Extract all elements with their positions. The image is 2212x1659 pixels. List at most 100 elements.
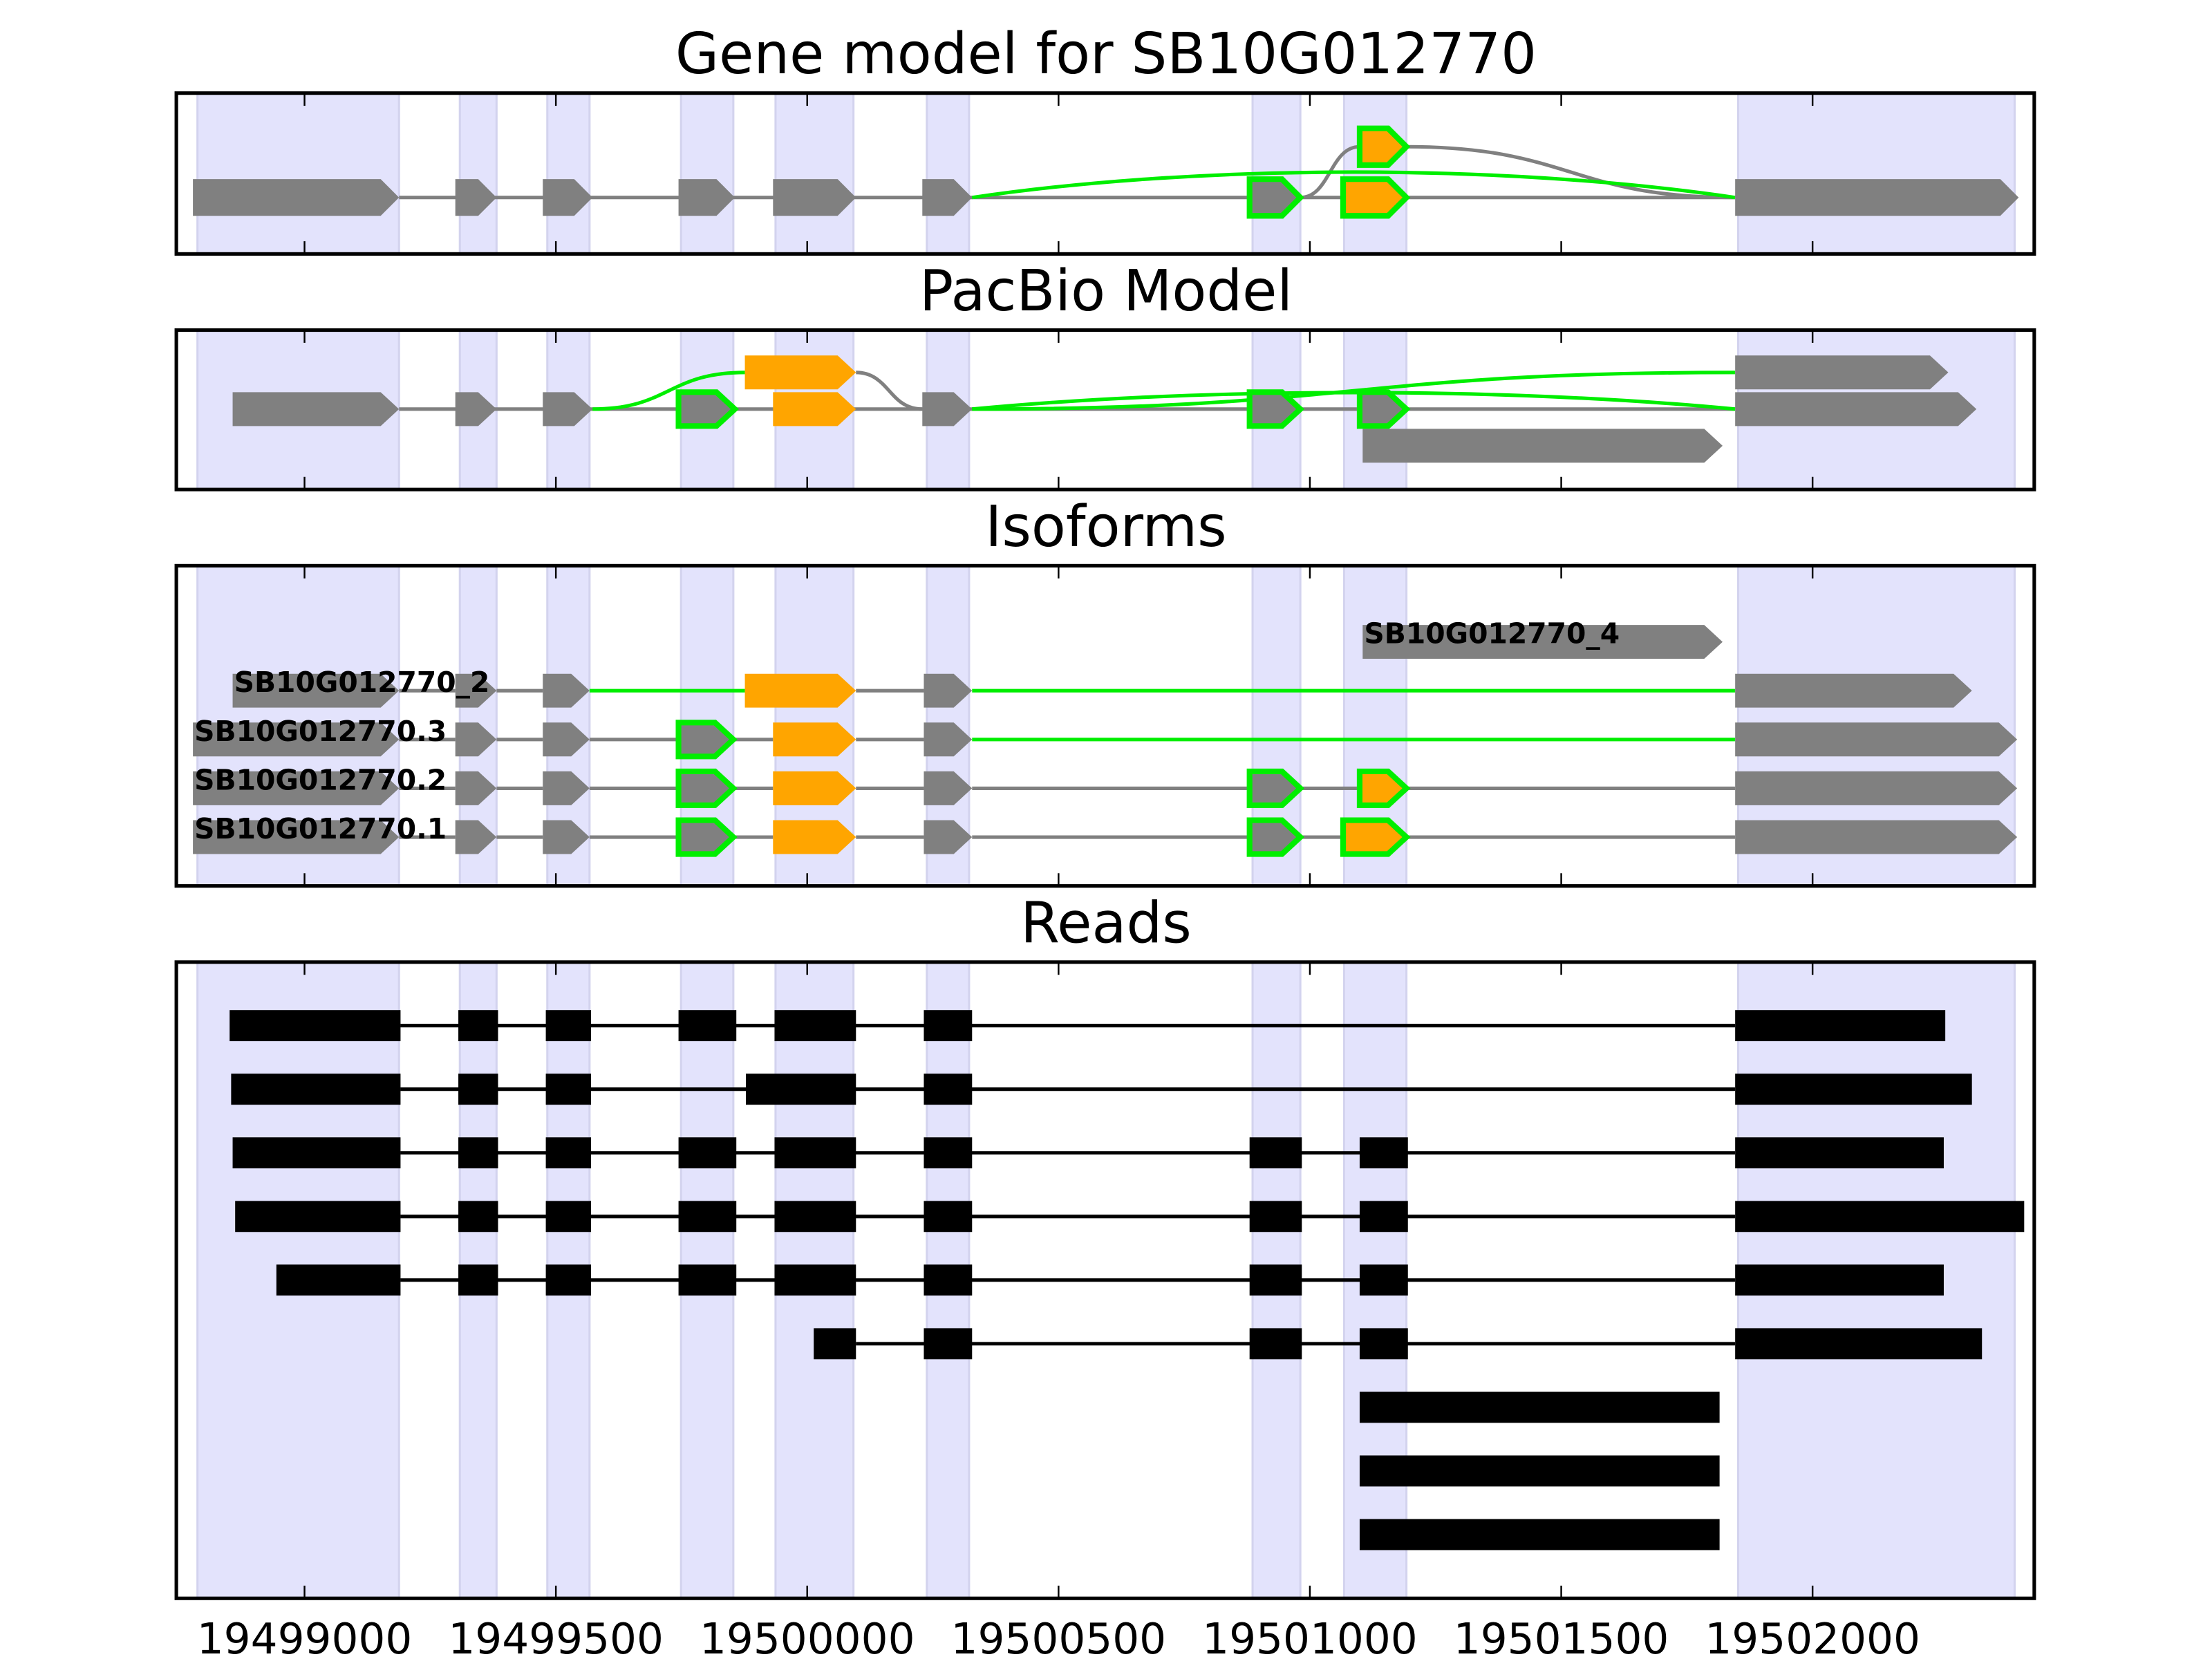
- read-block: [924, 1010, 973, 1042]
- read-block: [1249, 1328, 1302, 1360]
- read-block: [276, 1264, 401, 1296]
- exon-gray: [924, 820, 973, 854]
- read-block: [924, 1201, 973, 1232]
- read: [1359, 1391, 1720, 1423]
- exon-gray: [193, 722, 400, 757]
- intron-line: [856, 371, 923, 411]
- read-block: [774, 1264, 856, 1296]
- read-block: [1359, 1455, 1720, 1487]
- panel-title-gene-model: Gene model for SB10G012770: [675, 21, 1537, 87]
- read-block: [678, 1201, 737, 1232]
- read: [235, 1201, 2025, 1232]
- exon-gray: [543, 179, 593, 216]
- exon-orange: [773, 392, 856, 427]
- read-block: [678, 1137, 737, 1169]
- intron-green: [972, 391, 1736, 411]
- read-block: [924, 1264, 973, 1296]
- x-tick-label: 19501000: [1202, 1615, 1418, 1659]
- read-block: [678, 1264, 737, 1296]
- read-block: [545, 1201, 592, 1232]
- isoform-label: SB10G012770.2: [194, 763, 447, 796]
- exon-gray: [193, 771, 400, 805]
- intron-green: [592, 371, 745, 411]
- panel-frame: [174, 91, 2036, 256]
- panel-frame: [174, 563, 2036, 888]
- exon-gray: [675, 768, 738, 808]
- exon-orange: [744, 673, 856, 708]
- read-block: [1249, 1137, 1302, 1169]
- exon-gray: [675, 817, 738, 857]
- read-block: [1735, 1074, 1972, 1105]
- exon-gray: [1735, 820, 2018, 854]
- exon-gray: [193, 820, 400, 854]
- read-block: [774, 1010, 856, 1042]
- exon-shading: [1737, 92, 2016, 255]
- read-block: [678, 1010, 737, 1042]
- x-tick-label: 19499000: [197, 1615, 413, 1659]
- exon-gray: [1735, 722, 2018, 757]
- x-tick-label: 19501500: [1454, 1615, 1669, 1659]
- isoform-label: SB10G012770.1: [194, 812, 447, 845]
- exon-gray: [455, 820, 497, 854]
- panel-title-reads: Reads: [1020, 890, 1192, 956]
- read-block: [232, 1137, 401, 1169]
- x-tick-label: 19502000: [1705, 1615, 1920, 1659]
- read-block: [814, 1328, 856, 1360]
- read-block: [1359, 1264, 1408, 1296]
- exon-gray: [1735, 392, 1977, 427]
- read: [229, 1010, 1946, 1042]
- exon-gray: [232, 673, 400, 708]
- exon-gray: [1246, 176, 1304, 219]
- exon-gray: [455, 392, 497, 427]
- read-block: [924, 1328, 973, 1360]
- read-block: [458, 1201, 498, 1232]
- intron-line: [1406, 144, 1736, 200]
- exon-orange: [773, 771, 856, 805]
- exon-orange: [773, 722, 856, 757]
- read-block: [458, 1264, 498, 1296]
- isoform-label: SB10G012770.3: [194, 715, 447, 748]
- read-block: [746, 1074, 856, 1105]
- read-block: [458, 1137, 498, 1169]
- exon-gray: [922, 392, 973, 427]
- exon-orange: [773, 820, 856, 854]
- exon-gray: [1246, 768, 1305, 808]
- exon-orange: [1340, 176, 1411, 219]
- read-block: [924, 1074, 973, 1105]
- intron-green: [971, 170, 1736, 200]
- exon-gray: [543, 722, 590, 757]
- panel-2: [174, 563, 2036, 888]
- read-block: [458, 1074, 498, 1105]
- exon-shading: [679, 92, 735, 255]
- exon-gray: [543, 392, 593, 427]
- exon-orange: [1340, 817, 1411, 857]
- read-block: [1735, 1264, 1944, 1296]
- exon-orange: [1356, 125, 1411, 168]
- exon-gray: [543, 820, 590, 854]
- exon-gray: [1735, 771, 2018, 805]
- panel-frame: [174, 960, 2036, 1600]
- read-block: [774, 1137, 856, 1169]
- read-block: [458, 1010, 498, 1042]
- read-block: [1735, 1010, 1946, 1042]
- read: [1359, 1455, 1720, 1487]
- x-tick-label: 19499500: [448, 1615, 664, 1659]
- panel-3: [174, 960, 2036, 1600]
- read: [1359, 1519, 1720, 1550]
- exon-gray: [1735, 179, 2019, 216]
- read-block: [1249, 1264, 1302, 1296]
- panel-title-isoforms: Isoforms: [985, 494, 1226, 560]
- exon-gray: [1362, 625, 1723, 659]
- exon-shading: [926, 92, 971, 255]
- exon-gray: [678, 179, 735, 216]
- panel-frame: [174, 328, 2036, 491]
- x-tick-label: 19500000: [700, 1615, 915, 1659]
- read-block: [1735, 1137, 1944, 1169]
- read-block: [229, 1010, 401, 1042]
- read-block: [231, 1074, 401, 1105]
- read-block: [924, 1137, 973, 1169]
- exon-orange: [1356, 768, 1411, 808]
- exon-gray: [675, 389, 740, 429]
- exon-orange: [744, 355, 856, 390]
- read-block: [774, 1201, 856, 1232]
